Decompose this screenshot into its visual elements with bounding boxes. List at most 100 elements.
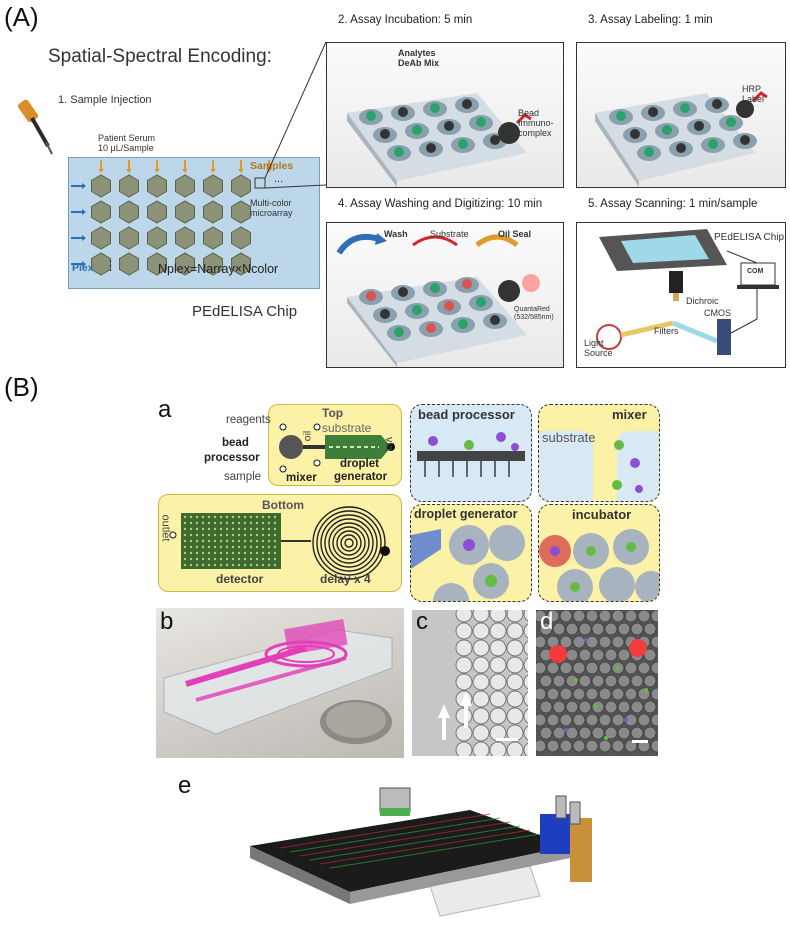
panel-b-label: (B) bbox=[4, 372, 39, 402]
droplet bbox=[591, 726, 605, 740]
subpanel-c-letter: c bbox=[416, 608, 428, 635]
plex-arrowhead bbox=[82, 183, 86, 189]
bead bbox=[412, 305, 422, 315]
detector-well bbox=[225, 515, 229, 519]
detector-well bbox=[237, 533, 241, 537]
subpanel-e-letter: e bbox=[178, 772, 192, 799]
detector-well bbox=[183, 533, 187, 537]
array-hex bbox=[203, 200, 223, 224]
detector-well bbox=[237, 515, 241, 519]
droplet bbox=[506, 656, 524, 674]
bead bbox=[676, 143, 686, 153]
droplet bbox=[637, 713, 651, 727]
bead bbox=[430, 103, 440, 113]
detector-well bbox=[231, 563, 235, 567]
outlet-label: outlet bbox=[159, 514, 172, 542]
droplet bbox=[546, 610, 560, 623]
sample-label: sample bbox=[224, 471, 262, 483]
oil-label: oil bbox=[301, 430, 314, 442]
droplet bbox=[624, 661, 638, 675]
detector-well bbox=[201, 539, 205, 543]
detector-well bbox=[231, 533, 235, 537]
droplet bbox=[506, 673, 524, 691]
detector-well bbox=[255, 545, 259, 549]
droplet bbox=[536, 739, 547, 753]
droplet bbox=[572, 713, 586, 727]
droplet bbox=[565, 648, 579, 662]
array-hex bbox=[203, 174, 223, 198]
fluorescent-bead bbox=[594, 704, 598, 708]
array-hex bbox=[91, 200, 111, 224]
step4-label: 4. Assay Washing and Digitizing: 10 min bbox=[338, 198, 543, 210]
detector-well bbox=[273, 557, 277, 561]
subpanel-a-letter: a bbox=[158, 396, 172, 423]
detector-well bbox=[213, 551, 217, 555]
reagents-label: reagents bbox=[226, 414, 271, 426]
spatial-spectral-heading: Spatial-Spectral Encoding: bbox=[48, 46, 272, 67]
droplet bbox=[546, 661, 560, 675]
mixer-label: mixer bbox=[286, 472, 317, 484]
delay-loop bbox=[320, 514, 378, 572]
droplet bbox=[611, 687, 625, 701]
droplet bbox=[536, 610, 547, 623]
droplet bbox=[455, 610, 473, 623]
detector-well bbox=[267, 563, 271, 567]
detector-well bbox=[219, 521, 223, 525]
droplet bbox=[559, 610, 573, 623]
detector-well bbox=[195, 527, 199, 531]
plex-arrowhead bbox=[82, 209, 86, 215]
detector-well bbox=[225, 539, 229, 543]
droplet bbox=[630, 726, 644, 740]
delay-loop bbox=[340, 534, 358, 552]
delay-loop bbox=[332, 526, 366, 560]
bottom-title: Bottom bbox=[262, 498, 304, 512]
droplet bbox=[650, 635, 658, 649]
droplet bbox=[637, 610, 651, 623]
analytes-line2: DeAb Mix bbox=[398, 58, 440, 68]
analytes-line1: Analytes bbox=[398, 48, 436, 58]
detector-well bbox=[237, 545, 241, 549]
detector-well bbox=[273, 515, 277, 519]
droplet bbox=[472, 690, 490, 708]
detector-well bbox=[255, 515, 259, 519]
droplet bbox=[539, 726, 553, 740]
bead bbox=[708, 139, 718, 149]
detector-well bbox=[195, 515, 199, 519]
detector-well bbox=[195, 521, 199, 525]
droplet bbox=[523, 640, 528, 656]
array-hex bbox=[147, 200, 167, 224]
bead bbox=[426, 323, 436, 333]
sample-arrowhead bbox=[126, 169, 132, 173]
droplet bbox=[598, 661, 612, 675]
detector-well bbox=[201, 533, 205, 537]
droplet bbox=[617, 674, 631, 688]
droplet-gen-line2: generator bbox=[334, 471, 388, 483]
detector-well bbox=[243, 527, 247, 531]
detector-well bbox=[255, 551, 259, 555]
droplet bbox=[591, 648, 605, 662]
delay-loop bbox=[312, 506, 386, 580]
detector-well bbox=[219, 539, 223, 543]
wash-label: Wash bbox=[384, 229, 408, 239]
detector-well bbox=[243, 515, 247, 519]
detector-well bbox=[249, 533, 253, 537]
droplet bbox=[552, 700, 566, 714]
detector-well bbox=[267, 515, 271, 519]
dichroic-label: Dichroic bbox=[686, 296, 719, 306]
bead bbox=[680, 103, 690, 113]
bead bbox=[430, 283, 440, 293]
droplet bbox=[637, 687, 651, 701]
droplet-generator-title: droplet generator bbox=[414, 507, 518, 521]
detector-well bbox=[243, 557, 247, 561]
droplet bbox=[552, 726, 566, 740]
droplet bbox=[624, 687, 638, 701]
detector-well bbox=[195, 533, 199, 537]
detector-well bbox=[243, 533, 247, 537]
detector-well bbox=[273, 527, 277, 531]
fluorescent-bead bbox=[616, 666, 620, 670]
fluorescence-micrograph-d bbox=[536, 610, 658, 756]
detector-well bbox=[213, 557, 217, 561]
serum-line2: 10 μL/Sample bbox=[98, 143, 154, 153]
plex-vdots: ⋮ bbox=[104, 258, 117, 273]
detector-well bbox=[249, 539, 253, 543]
